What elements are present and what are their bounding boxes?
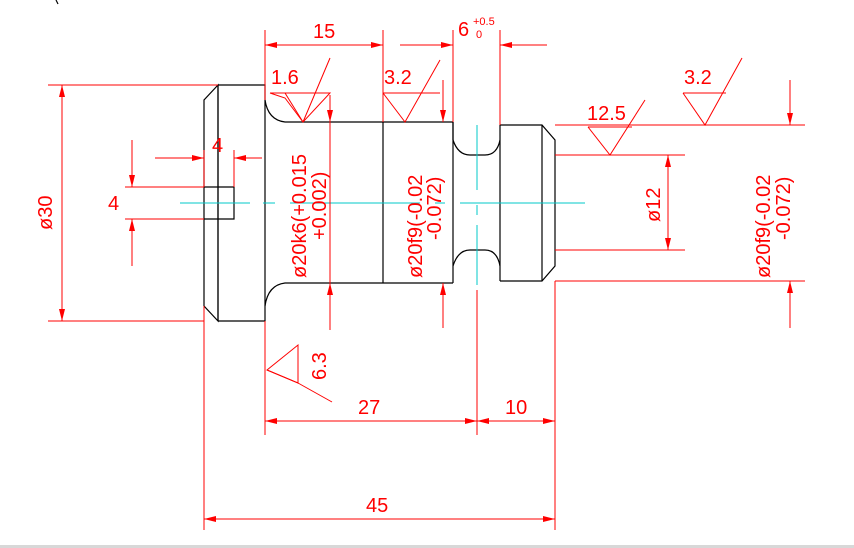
dim-20f9-left-label: ø20f9(-0.02 (405, 175, 427, 278)
dim-20f9-left: ø20f9(-0.02 -0.072) (405, 80, 446, 328)
roughness-6-3-label: 6.3 (309, 352, 331, 380)
dim-45: 45 (203, 306, 555, 530)
dim-6-tol-upper: +0.5 (473, 16, 495, 28)
dim-27-label: 27 (358, 397, 380, 419)
dim-45-label: 45 (366, 495, 388, 517)
dim-15-label: 15 (313, 21, 335, 43)
roughness-12-5: 12.5 (587, 99, 646, 156)
dim-20k6-label: ø20k6(+0.015 (289, 154, 311, 278)
dim-15: 15 (264, 21, 384, 122)
centerlines (180, 125, 585, 285)
roughness-6-3: 6.3 (266, 343, 333, 403)
dim-4-width: 4 (155, 135, 262, 187)
window-bottom-edge (0, 545, 854, 548)
dim-20f9-left-lower: -0.072) (424, 177, 446, 240)
dim-20k6-lower: +0.002) (309, 172, 331, 240)
dim-6-label: 6 (458, 19, 469, 41)
dim-4-height-label: 4 (108, 193, 119, 215)
roughness-3-2-right: 3.2 (682, 57, 743, 126)
dim-10: 10 (477, 281, 556, 530)
dim-30: ø30 (35, 84, 218, 322)
dim-4-width-label: 4 (212, 135, 223, 157)
dim-12: ø12 (555, 154, 685, 251)
dim-4-height: 4 (108, 140, 204, 266)
dim-20f9-right-label: ø20f9(-0.02 (753, 175, 775, 278)
corner-tick (55, 0, 59, 5)
dim-6-tol-lower: 0 (476, 29, 482, 41)
dim-30-label: ø30 (35, 196, 57, 230)
dim-12-label: ø12 (643, 188, 665, 222)
dim-20f9-right-lower: -0.072) (773, 177, 795, 240)
roughness-3-2-left: 3.2 (382, 59, 441, 123)
roughness-1-6: 1.6 (269, 57, 332, 123)
dim-6: 6 +0.5 0 (400, 16, 547, 125)
dim-20f9-right: ø20f9(-0.02 -0.072) (555, 80, 805, 328)
roughness-3-2-right-label: 3.2 (684, 67, 712, 89)
dim-27: 27 (264, 290, 478, 435)
roughness-12-5-label: 12.5 (587, 103, 626, 125)
roughness-1-6-label: 1.6 (271, 67, 299, 89)
dim-10-label: 10 (505, 397, 527, 419)
dim-20k6: ø20k6(+0.015 +0.002) (289, 95, 333, 330)
roughness-3-2-left-label: 3.2 (384, 67, 412, 89)
